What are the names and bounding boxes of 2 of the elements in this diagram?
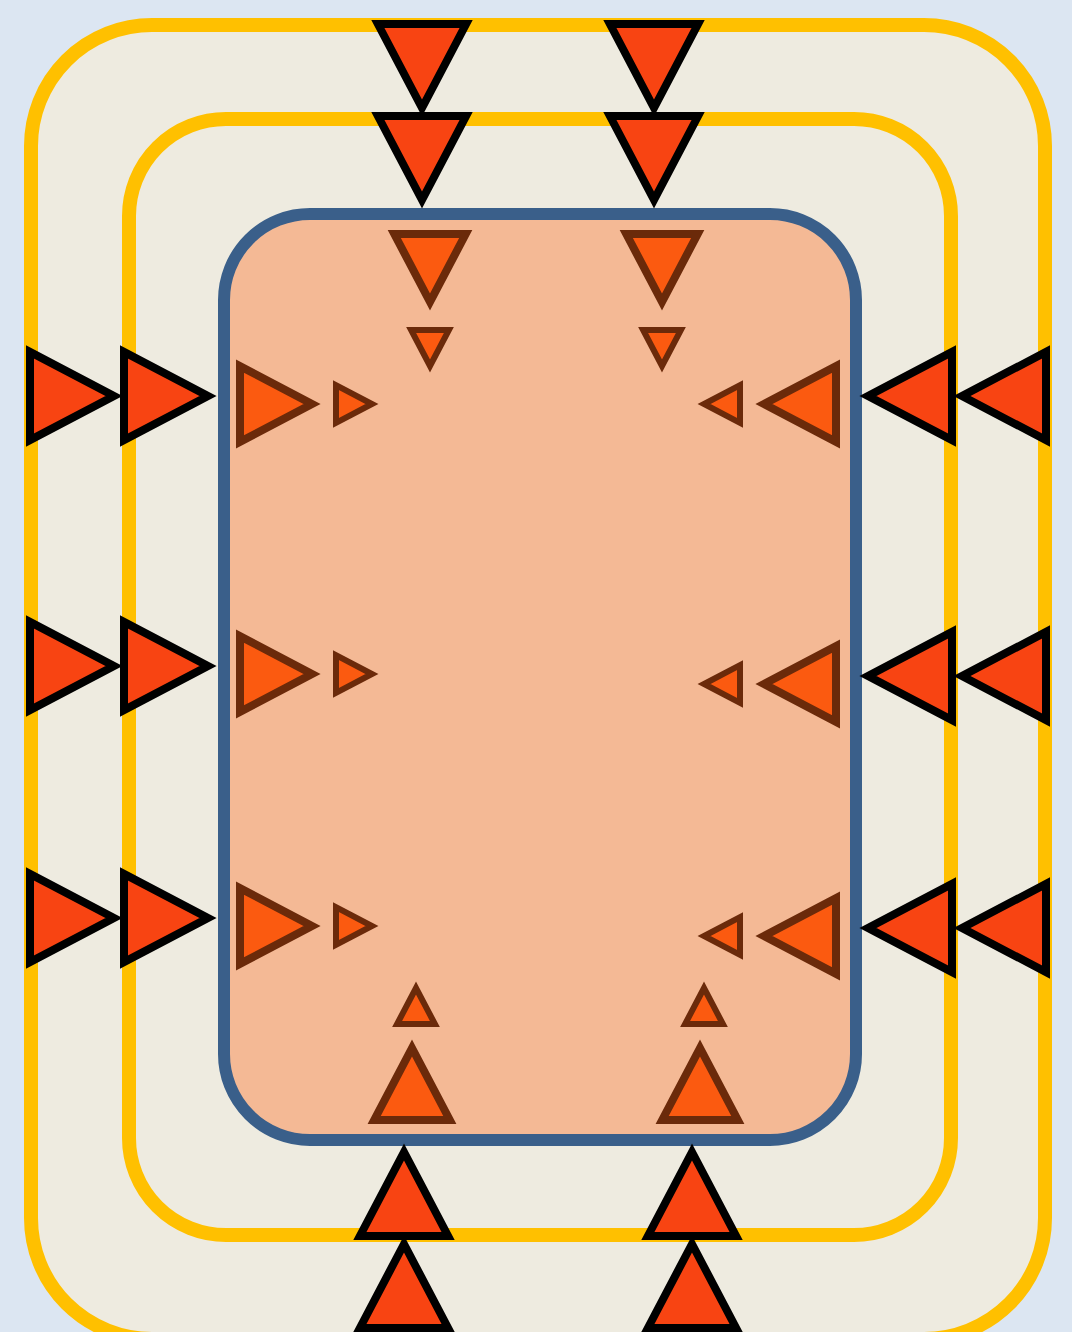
inner-rounded-box [218, 208, 862, 1146]
middle-rounded-frame [122, 112, 958, 1242]
